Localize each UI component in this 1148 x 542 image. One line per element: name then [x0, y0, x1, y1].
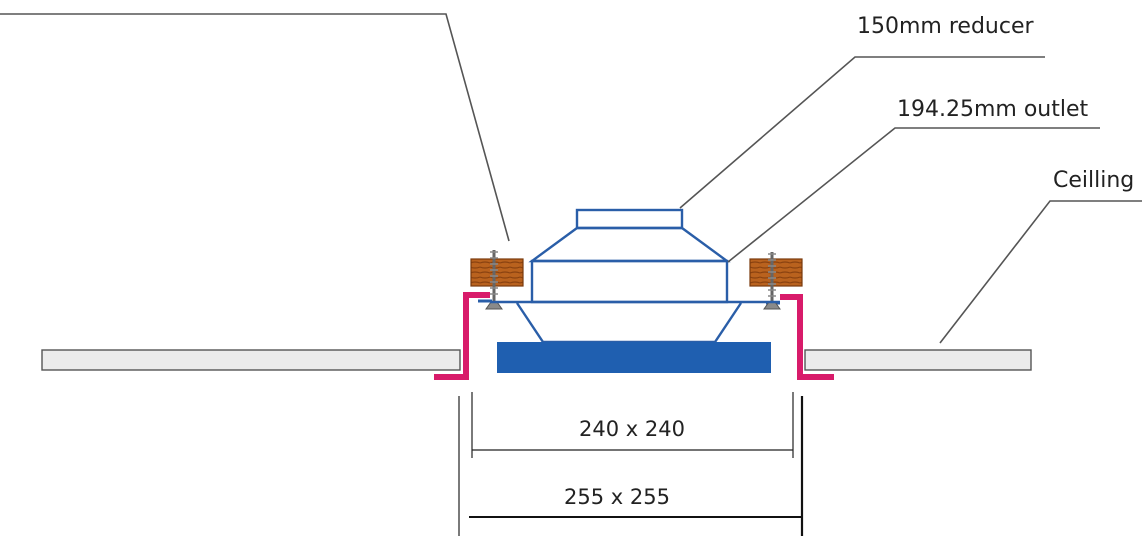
leader-line-reducer [679, 56, 1045, 209]
screw-right [763, 252, 781, 310]
diffuser-plate [497, 342, 771, 373]
screw-left [485, 250, 503, 310]
diffuser-cone [516, 302, 742, 344]
leader-line-outlet [727, 127, 1100, 263]
ceiling-board-left [41, 349, 461, 371]
leader-line-ceiling [939, 200, 1142, 344]
ceiling-board-right [804, 349, 1032, 371]
outlet-label: 194.25mm outlet [897, 97, 1089, 122]
leader-line-screw [0, 13, 510, 242]
reducer-label: 150mm reducer [857, 14, 1034, 39]
ceiling-label: Ceilling [1053, 168, 1134, 193]
dim-outer-label: 255 x 255 [564, 485, 670, 509]
mounting-frame-right [780, 294, 834, 380]
outlet-body [530, 259, 729, 304]
dim-inner-label: 240 x 240 [579, 417, 685, 441]
mounting-frame-left [434, 292, 490, 380]
reducer-cone [528, 226, 731, 263]
reducer-collar [575, 208, 684, 230]
